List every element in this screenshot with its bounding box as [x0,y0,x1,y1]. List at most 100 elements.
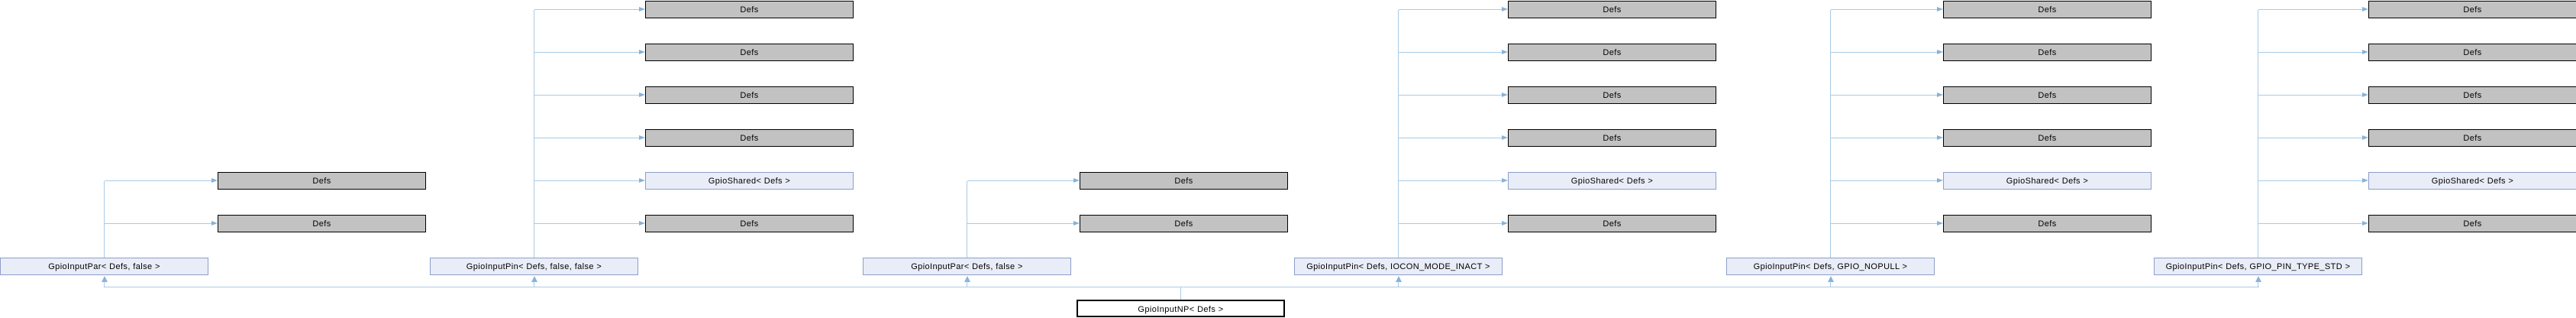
aggregation-arrowhead [1937,178,1943,183]
edge-line [966,180,968,258]
class-node[interactable]: GpioInputPar< Defs, false > [863,258,1071,275]
aggregation-arrowhead [639,178,645,183]
aggregation-arrowhead [639,92,645,97]
edge-line [534,8,640,11]
aggregation-arrowhead [1502,50,1508,54]
aggregation-arrowhead [2362,178,2368,183]
defs-box: Defs [645,1,854,18]
defs-box: Defs [2368,215,2576,232]
edge-line [966,281,968,287]
defs-box: Defs [1508,44,1716,61]
defs-box: Defs [645,44,854,61]
edge-line [1397,9,1399,258]
defs-box: Defs [2368,44,2576,61]
defs-box: Defs [1943,129,2152,147]
edge-line [1397,281,1399,287]
edge-line [533,281,535,287]
edge-line [967,222,1074,225]
defs-box: Defs [2368,86,2576,104]
edge-line [2257,281,2259,287]
edge-line [104,286,2259,288]
defs-box: Defs [1508,215,1716,232]
class-node[interactable]: GpioInputPin< Defs, GPIO_NOPULL > [1726,258,1935,275]
edge-line [1398,137,1503,139]
defs-box: Defs [1943,86,2152,104]
edge-line [1830,94,1938,96]
edge-line [1398,222,1503,225]
edge-line [1398,51,1503,54]
edge-line [1829,9,1832,258]
aggregation-arrowhead [1937,7,1943,11]
defs-box: Defs [1508,129,1716,147]
gpioshared-box[interactable]: GpioShared< Defs > [2368,172,2576,190]
edge-line [1398,94,1503,96]
edge-line [2258,222,2363,225]
defs-box: Defs [1508,86,1716,104]
inheritance-arrowhead [1827,276,1834,282]
class-node[interactable]: GpioInputPar< Defs, false > [0,258,208,275]
gpioshared-box[interactable]: GpioShared< Defs > [1508,172,1716,190]
defs-box: Defs [645,129,854,147]
edge-line [533,9,535,258]
main-class-node: GpioInputNP< Defs > [1077,300,1285,317]
edge-line [1830,51,1938,54]
aggregation-arrowhead [1502,221,1508,226]
aggregation-arrowhead [2362,92,2368,97]
defs-box: Defs [1080,215,1288,232]
defs-box: Defs [645,215,854,232]
edge-line [104,180,212,182]
aggregation-arrowhead [2362,50,2368,54]
edge-line [2258,8,2363,11]
edge-line [1398,8,1503,11]
aggregation-arrowhead [1937,50,1943,54]
edge-line [1829,281,1832,287]
aggregation-arrowhead [1937,135,1943,140]
edge-line [2258,137,2363,139]
edge-line [1398,180,1503,182]
defs-box: Defs [1943,1,2152,18]
aggregation-arrowhead [211,221,218,226]
defs-box: Defs [1508,1,1716,18]
aggregation-arrowhead [1502,135,1508,140]
class-node[interactable]: GpioInputPin< Defs, GPIO_PIN_TYPE_STD > [2154,258,2362,275]
edge-line [534,137,640,139]
inheritance-arrowhead [531,276,537,282]
aggregation-arrowhead [2362,221,2368,226]
inheritance-arrowhead [964,276,970,282]
aggregation-arrowhead [2362,7,2368,11]
edge-line [103,281,105,287]
inheritance-arrowhead [2255,276,2261,282]
edge-line [967,180,1074,182]
edge-line [2258,94,2363,96]
defs-box: Defs [645,86,854,104]
gpioshared-box[interactable]: GpioShared< Defs > [645,172,854,190]
edge-line [534,222,640,225]
defs-box: Defs [2368,129,2576,147]
edge-line [534,94,640,96]
edge-line [1180,287,1182,300]
class-node[interactable]: GpioInputPin< Defs, IOCON_MODE_INACT > [1294,258,1503,275]
aggregation-arrowhead [1073,178,1080,183]
edge-line [1830,222,1938,225]
defs-box: Defs [1943,215,2152,232]
edge-line [2258,180,2363,182]
edge-line [2258,51,2363,54]
edge-line [104,222,212,225]
class-node[interactable]: GpioInputPin< Defs, false, false > [430,258,638,275]
defs-box: Defs [2368,1,2576,18]
aggregation-arrowhead [1502,7,1508,11]
gpioshared-box[interactable]: GpioShared< Defs > [1943,172,2152,190]
edge-line [1830,180,1938,182]
defs-box: Defs [1943,44,2152,61]
defs-box: Defs [218,215,426,232]
aggregation-arrowhead [1502,178,1508,183]
edge-line [1830,8,1938,11]
defs-box: Defs [218,172,426,190]
edge-line [2257,9,2259,258]
edge-line [1830,137,1938,139]
aggregation-arrowhead [1502,92,1508,97]
aggregation-arrowhead [639,135,645,140]
aggregation-arrowhead [639,7,645,11]
edge-line [103,180,105,258]
